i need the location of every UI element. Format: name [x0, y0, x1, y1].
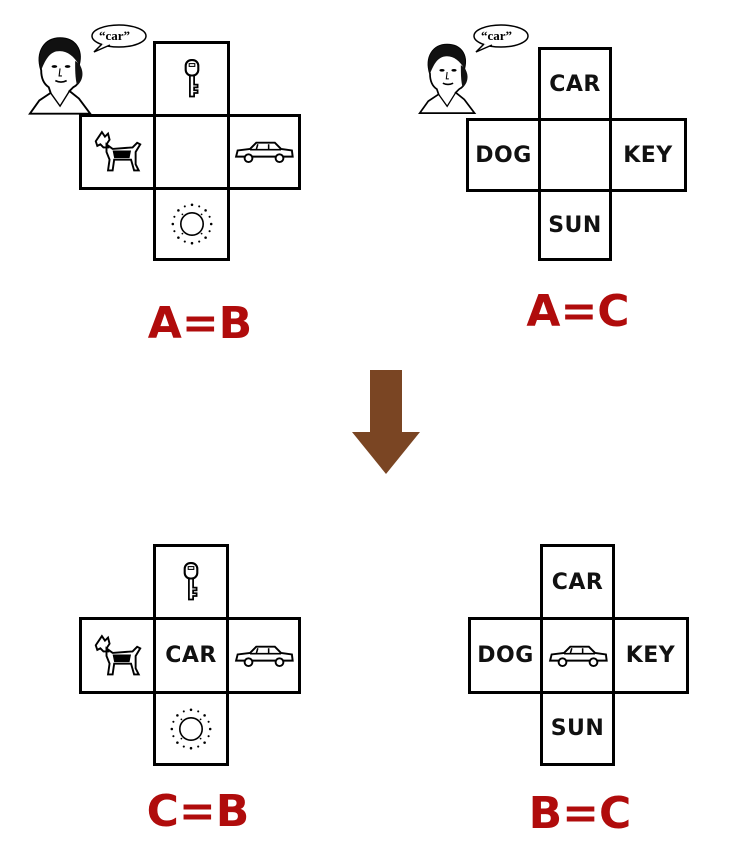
cell-bottom: SUN [540, 691, 615, 766]
cell-bottom [153, 187, 230, 261]
down-arrow-icon [352, 370, 420, 474]
panel-top-left: “car” A=B [0, 0, 378, 350]
cell-top [153, 41, 230, 117]
relation-label: A=C [526, 286, 630, 337]
relation-label: B=C [528, 788, 632, 839]
cell-left: DOG [466, 118, 541, 192]
dog-icon [90, 129, 146, 175]
cell-word: SUN [550, 716, 605, 741]
cell-word: DOG [477, 643, 534, 668]
panel-bottom-right: CAR DOG KEY SUN B=C [378, 520, 756, 864]
cell-top: CAR [540, 544, 615, 620]
key-icon [177, 556, 205, 608]
relation-label: A=B [147, 298, 253, 349]
cell-word: KEY [625, 643, 676, 668]
cell-left [79, 114, 156, 190]
key-icon [178, 53, 206, 105]
cell-word: CAR [551, 569, 604, 595]
cell-right [226, 617, 301, 694]
speech-bubble: “car” [86, 22, 148, 56]
cell-bottom: SUN [538, 189, 612, 261]
car-icon [233, 138, 295, 166]
cell-word: KEY [623, 142, 673, 168]
car-icon [233, 642, 295, 670]
relation-label: C=B [146, 786, 250, 837]
cell-right [227, 114, 301, 190]
cell-left [79, 617, 156, 694]
speech-text: “car” [481, 28, 513, 43]
woman-icon [28, 32, 94, 118]
cell-right: KEY [609, 118, 687, 192]
sun-icon [168, 200, 216, 248]
cell-center [540, 617, 615, 694]
cell-word: DOG [475, 142, 532, 168]
cell-center: CAR [153, 617, 229, 694]
dog-icon [90, 633, 146, 679]
cell-right: KEY [612, 617, 689, 694]
sun-icon [167, 705, 215, 753]
panel-top-right: “car” CAR DOG KEY SUN A=C [378, 0, 756, 350]
cell-word: CAR [549, 71, 601, 97]
cell-left: DOG [468, 617, 543, 694]
cell-center [538, 118, 612, 192]
cell-center [153, 114, 230, 190]
cell-word: CAR [165, 643, 217, 668]
cell-word: SUN [548, 212, 602, 238]
panel-bottom-left: CAR C=B [0, 520, 378, 864]
cell-top: CAR [538, 47, 612, 121]
car-icon [547, 642, 609, 670]
speech-text: “car” [99, 28, 131, 43]
cell-bottom [153, 691, 229, 766]
speech-bubble: “car” [468, 22, 530, 56]
cell-top [153, 544, 229, 620]
